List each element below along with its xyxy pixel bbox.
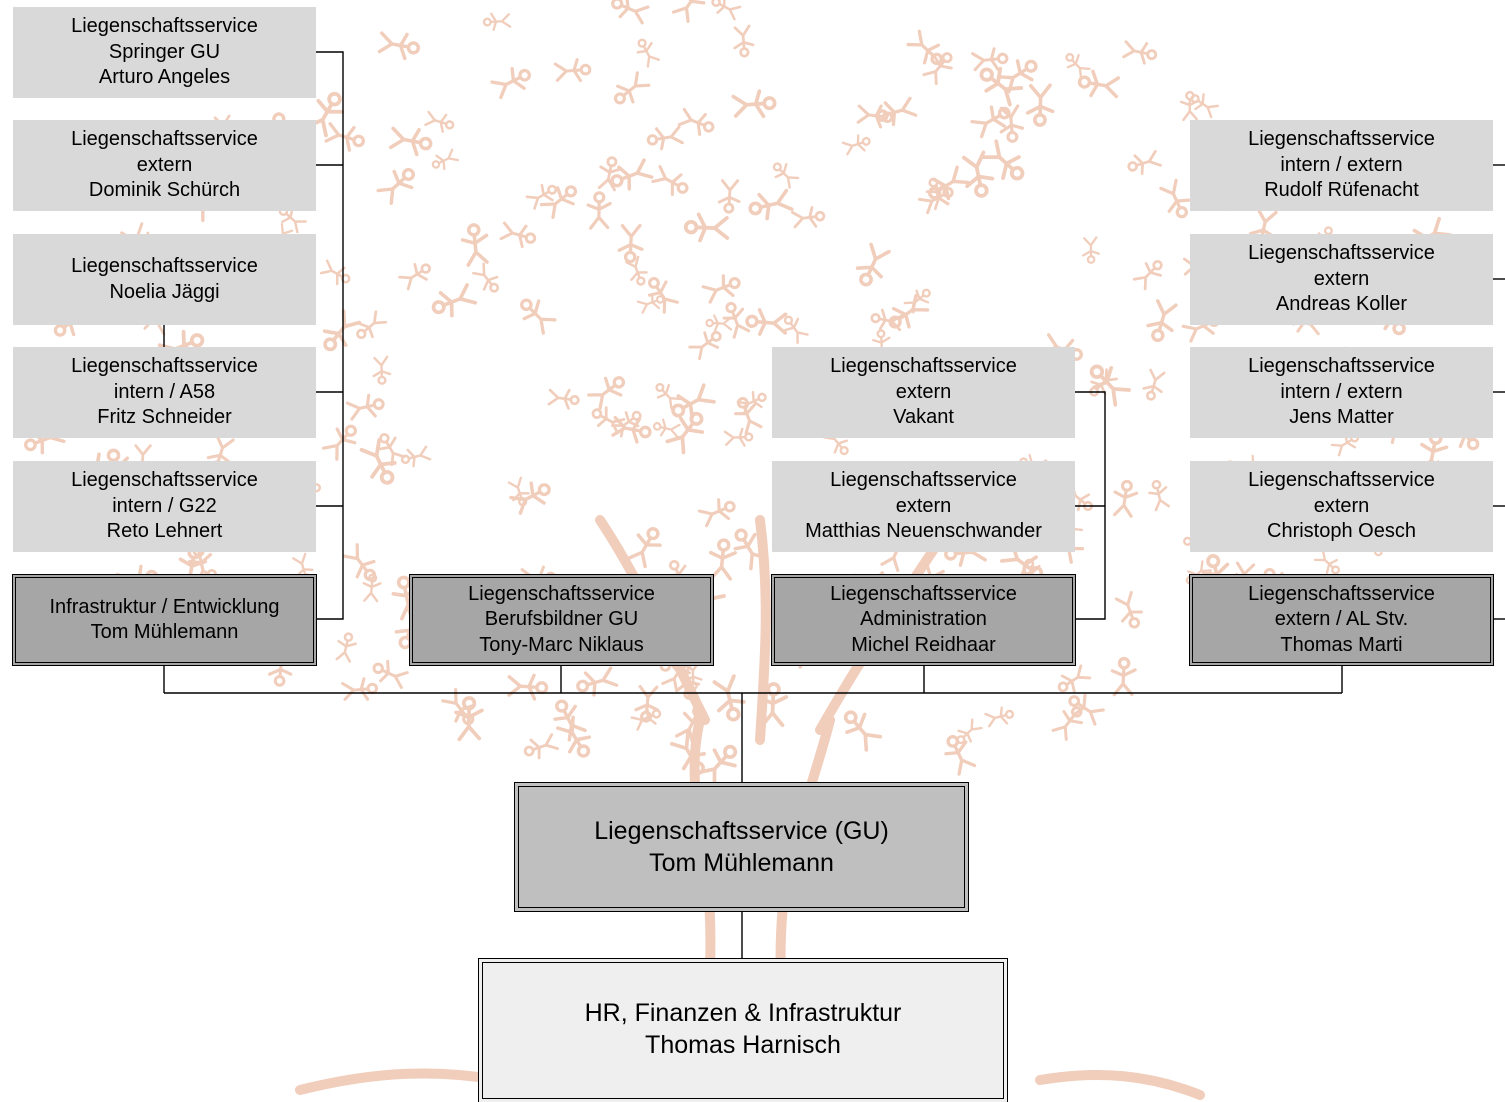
member-role: Liegenschaftsservice — [1248, 355, 1435, 378]
team-subtitle: Administration — [860, 608, 987, 631]
member-box-noelia-jaeggi: Liegenschaftsservice Noelia Jäggi — [13, 234, 316, 325]
team-box-infrastruktur: Infrastruktur / Entwicklung Tom Mühleman… — [12, 574, 317, 666]
member-subrole: extern — [895, 380, 952, 403]
member-box-jens-matter: Liegenschaftsservice intern / extern Jen… — [1190, 347, 1493, 438]
member-name: Christoph Oesch — [1267, 520, 1416, 543]
member-box-arturo-angeles: Liegenschaftsservice Springer GU Arturo … — [13, 7, 316, 98]
member-subrole: intern / G22 — [112, 494, 217, 517]
member-box-rudolf-ruefenacht: Liegenschaftsservice intern / extern Rud… — [1190, 120, 1493, 211]
member-role: Liegenschaftsservice — [1248, 242, 1435, 265]
member-name: Andreas Koller — [1275, 293, 1408, 316]
member-role: Liegenschaftsservice — [71, 355, 258, 378]
member-box-andreas-koller: Liegenschaftsservice extern Andreas Koll… — [1190, 234, 1493, 325]
member-name: Noelia Jäggi — [109, 280, 220, 303]
team-title: Liegenschaftsservice — [1248, 582, 1435, 605]
member-box-reto-lehnert: Liegenschaftsservice intern / G22 Reto L… — [13, 461, 316, 552]
member-name: Matthias Neuenschwander — [805, 520, 1042, 543]
root-lead-name: Thomas Harnisch — [645, 1031, 841, 1059]
member-subrole: intern / extern — [1280, 380, 1403, 403]
member-role: Liegenschaftsservice — [71, 15, 258, 38]
member-role: Liegenschaftsservice — [71, 128, 258, 151]
member-role: Liegenschaftsservice — [71, 469, 258, 492]
member-name: Arturo Angeles — [98, 66, 231, 89]
member-name: Fritz Schneider — [97, 406, 232, 429]
member-box-dominik-schuerch: Liegenschaftsservice extern Dominik Schü… — [13, 120, 316, 211]
team-lead-name: Michel Reidhaar — [851, 633, 996, 656]
team-box-berufsbildner: Liegenschaftsservice Berufsbildner GU To… — [409, 574, 714, 666]
member-name: Jens Matter — [1289, 406, 1394, 429]
member-subrole: intern / A58 — [113, 380, 216, 403]
member-subrole: extern — [895, 494, 952, 517]
member-subrole: Springer GU — [108, 40, 221, 63]
team-subtitle: extern / AL Stv. — [1274, 608, 1409, 631]
center-title: Liegenschaftsservice (GU) — [594, 817, 889, 845]
team-title: Infrastruktur / Entwicklung — [49, 595, 280, 618]
center-lead-name: Tom Mühlemann — [649, 849, 834, 877]
member-subrole: extern — [1313, 267, 1370, 290]
team-box-extern-al-stv: Liegenschaftsservice extern / AL Stv. Th… — [1189, 574, 1494, 666]
member-role: Liegenschaftsservice — [1248, 128, 1435, 151]
team-title: Liegenschaftsservice — [468, 582, 655, 605]
member-name: Reto Lehnert — [106, 520, 223, 543]
team-lead-name: Tony-Marc Niklaus — [479, 633, 644, 656]
member-subrole: extern — [1313, 494, 1370, 517]
member-subrole: extern — [136, 153, 193, 176]
member-name: Dominik Schürch — [88, 179, 241, 202]
member-role: Liegenschaftsservice — [71, 255, 258, 277]
member-name: Vakant — [893, 406, 954, 429]
team-lead-name: Tom Mühlemann — [90, 621, 239, 643]
team-title: Liegenschaftsservice — [830, 582, 1017, 605]
team-lead-name: Thomas Marti — [1280, 633, 1403, 656]
member-box-christoph-oesch: Liegenschaftsservice extern Christoph Oe… — [1190, 461, 1493, 552]
member-box-vakant: Liegenschaftsservice extern Vakant — [772, 347, 1075, 438]
team-box-administration: Liegenschaftsservice Administration Mich… — [771, 574, 1076, 666]
root-box-hr-finanzen-infrastruktur: HR, Finanzen & Infrastruktur Thomas Harn… — [478, 958, 1008, 1102]
member-role: Liegenschaftsservice — [1248, 469, 1435, 492]
member-box-matthias-neuenschwander: Liegenschaftsservice extern Matthias Neu… — [772, 461, 1075, 552]
connector-left-bracket — [316, 51, 344, 620]
center-box-liegenschaftsservice-gu: Liegenschaftsservice (GU) Tom Mühlemann — [514, 782, 969, 912]
member-role: Liegenschaftsservice — [830, 469, 1017, 492]
member-box-fritz-schneider: Liegenschaftsservice intern / A58 Fritz … — [13, 347, 316, 438]
member-name: Rudolf Rüfenacht — [1264, 179, 1419, 202]
root-title: HR, Finanzen & Infrastruktur — [584, 999, 902, 1027]
member-subrole: intern / extern — [1280, 153, 1403, 176]
member-role: Liegenschaftsservice — [830, 355, 1017, 378]
team-subtitle: Berufsbildner GU — [484, 608, 639, 631]
